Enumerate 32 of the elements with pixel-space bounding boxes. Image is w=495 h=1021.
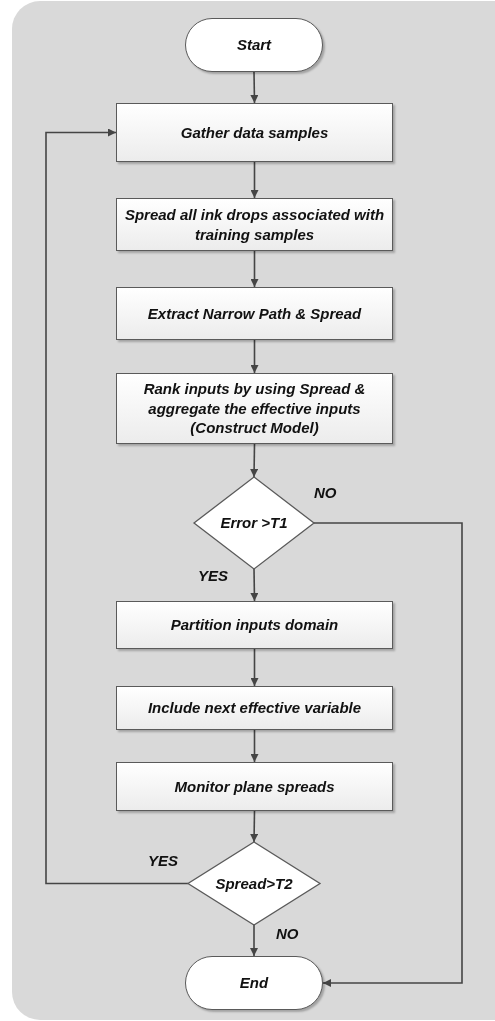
process-box <box>116 762 393 811</box>
process-box <box>116 198 393 251</box>
step-label: Error >T1 <box>219 513 289 533</box>
arrow <box>250 810 259 843</box>
step-label: Start <box>235 35 273 55</box>
process-box <box>116 373 393 444</box>
process-box <box>116 287 393 340</box>
arrow <box>313 522 463 987</box>
arrow <box>250 648 259 687</box>
step-label: Partition inputs domain <box>169 615 340 635</box>
process-box <box>116 103 393 162</box>
step-label: End <box>238 973 270 993</box>
arrow <box>250 729 259 763</box>
arrow <box>250 924 258 957</box>
step-label: Include next effective variable <box>146 698 363 718</box>
step-label: Extract Narrow Path & Spread <box>146 303 363 324</box>
process-box <box>116 601 393 649</box>
step-label: Spread>T2 <box>214 873 294 894</box>
arrow <box>250 443 259 478</box>
decision-diamond <box>194 477 314 569</box>
step-label: Spread all ink drops associated with training samples <box>123 205 386 244</box>
arrow <box>250 161 259 199</box>
process-box <box>116 686 393 730</box>
arrow <box>250 568 259 602</box>
step-label: Rank inputs by using Spread & aggregate the effective inputs (Construct Model) <box>142 379 367 438</box>
step-label: Monitor plane spreads <box>173 776 336 797</box>
step-label: Gather data samples <box>179 122 330 143</box>
arrow <box>250 339 259 374</box>
decision-diamond <box>188 842 320 925</box>
arrow <box>250 71 259 104</box>
arrow <box>45 128 189 885</box>
arrow <box>250 250 259 288</box>
